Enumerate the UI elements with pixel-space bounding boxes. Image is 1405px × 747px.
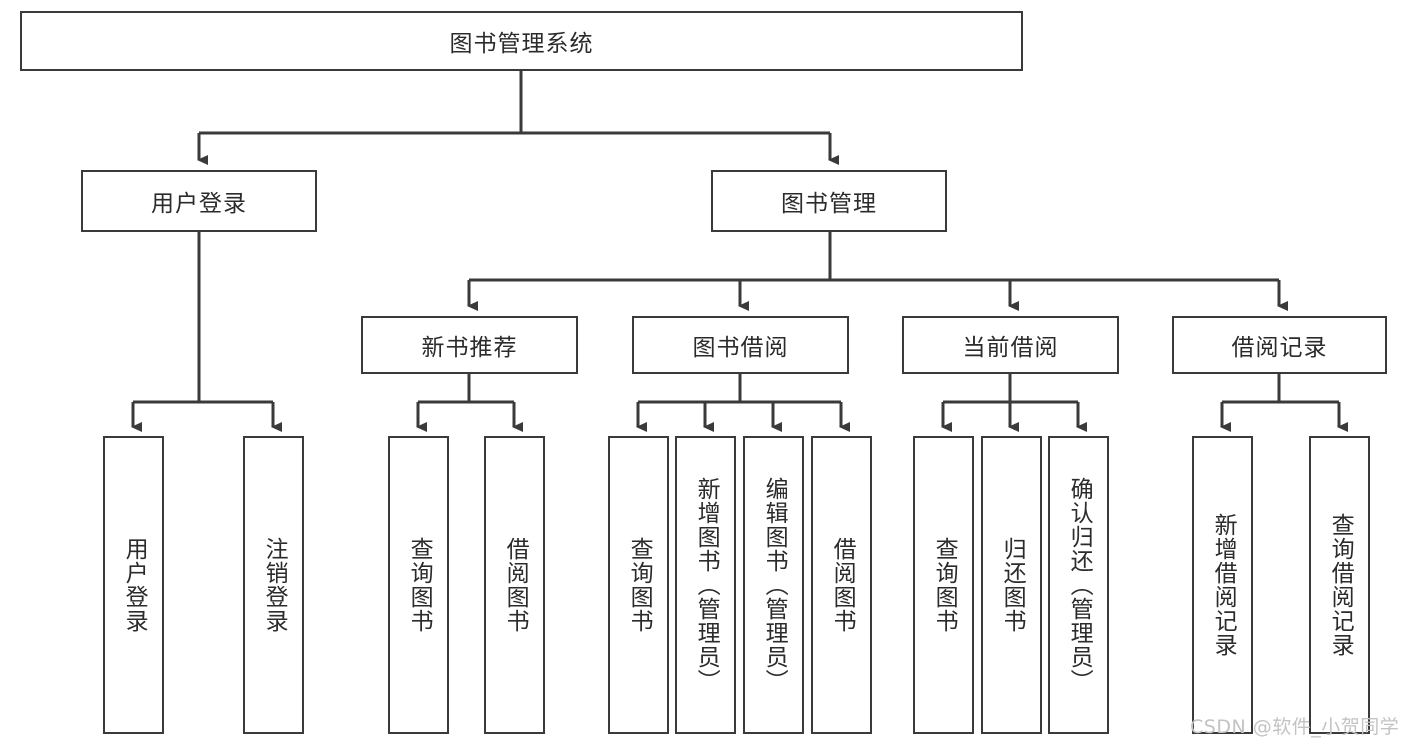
- csdn-watermark: CSDN @软件_小贺同学: [1190, 716, 1400, 738]
- node-current-borrow[interactable]: 当前借阅: [902, 316, 1119, 374]
- node-book-manage[interactable]: 图书管理: [711, 170, 947, 232]
- node-leaf-query-book-2-label: 查询图书: [626, 537, 653, 633]
- node-borrow-record[interactable]: 借阅记录: [1172, 316, 1387, 374]
- node-root[interactable]: 图书管理系统: [20, 11, 1023, 71]
- node-leaf-query-book-3[interactable]: 查询图书: [913, 436, 974, 734]
- node-leaf-query-book-2[interactable]: 查询图书: [608, 436, 669, 734]
- node-root-label: 图书管理系统: [449, 31, 594, 57]
- node-book-manage-label: 图书管理: [781, 191, 877, 217]
- node-user-login-label: 用户登录: [151, 191, 247, 217]
- node-leaf-query-book-3-label: 查询图书: [931, 537, 958, 633]
- node-leaf-borrow-book-2-label: 借阅图书: [829, 537, 856, 633]
- node-leaf-confirm-return-label: 确认归还（管理员）: [1066, 477, 1093, 693]
- node-current-borrow-label: 当前借阅: [962, 335, 1059, 361]
- node-leaf-add-book[interactable]: 新增图书（管理员）: [675, 436, 736, 734]
- node-leaf-user-logout[interactable]: 注销登录: [243, 436, 304, 734]
- node-leaf-edit-book-label: 编辑图书（管理员）: [761, 477, 788, 693]
- node-leaf-add-book-label: 新增图书（管理员）: [693, 477, 720, 693]
- node-leaf-borrow-book-1[interactable]: 借阅图书: [484, 436, 545, 734]
- node-leaf-query-book-1[interactable]: 查询图书: [388, 436, 449, 734]
- node-borrow-record-label: 借阅记录: [1231, 335, 1328, 361]
- node-leaf-query-book-1-label: 查询图书: [406, 537, 433, 633]
- node-leaf-add-record[interactable]: 新增借阅记录: [1192, 436, 1253, 734]
- node-leaf-add-record-label: 新增借阅记录: [1210, 513, 1237, 657]
- node-leaf-user-login-label: 用户登录: [121, 537, 148, 633]
- node-book-borrow-label: 图书借阅: [692, 335, 789, 361]
- node-new-book-rec-label: 新书推荐: [421, 335, 518, 361]
- node-leaf-borrow-book-1-label: 借阅图书: [502, 537, 529, 633]
- node-new-book-rec[interactable]: 新书推荐: [361, 316, 578, 374]
- node-user-login[interactable]: 用户登录: [81, 170, 317, 232]
- node-leaf-confirm-return[interactable]: 确认归还（管理员）: [1048, 436, 1109, 734]
- node-leaf-user-logout-label: 注销登录: [261, 537, 288, 633]
- node-leaf-return-book[interactable]: 归还图书: [981, 436, 1042, 734]
- node-leaf-query-record-label: 查询借阅记录: [1327, 513, 1354, 657]
- node-leaf-return-book-label: 归还图书: [999, 537, 1026, 633]
- node-leaf-edit-book[interactable]: 编辑图书（管理员）: [743, 436, 804, 734]
- node-book-borrow[interactable]: 图书借阅: [632, 316, 849, 374]
- node-leaf-borrow-book-2[interactable]: 借阅图书: [811, 436, 872, 734]
- node-leaf-query-record[interactable]: 查询借阅记录: [1309, 436, 1370, 734]
- node-leaf-user-login[interactable]: 用户登录: [103, 436, 164, 734]
